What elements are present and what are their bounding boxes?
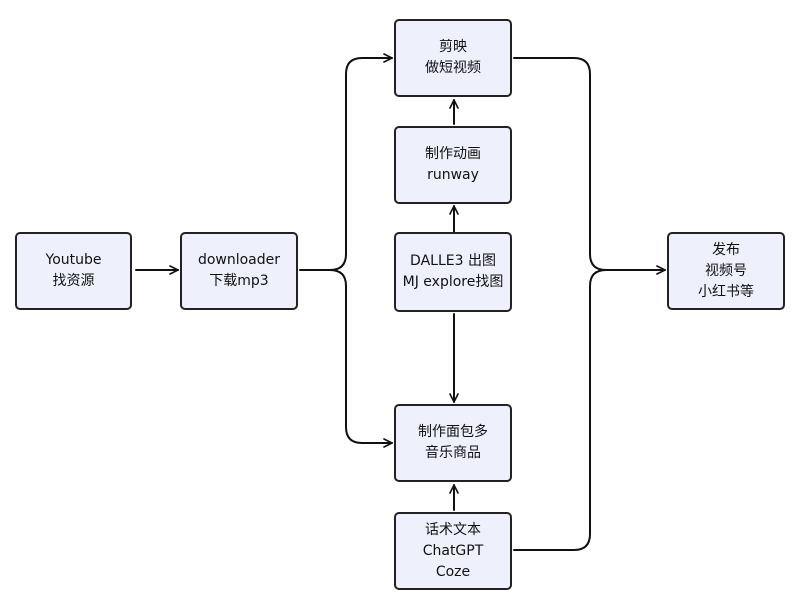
edge-jianying-to-publish [513,57,607,271]
node-publish-line-3: 小红书等 [698,283,754,300]
node-dalle-line-1: DALLE3 出图 [410,253,496,269]
node-bread: 制作面包多 音乐商品 [394,404,512,482]
node-animation-line-1: 制作动画 [425,146,481,162]
node-animation: 制作动画 runway [394,126,512,204]
node-publish: 发布 视频号 小红书等 [667,232,785,310]
node-jianying-line-1: 剪映 [439,39,467,55]
node-bread-line-2: 音乐商品 [425,445,481,461]
node-script-line-3: Coze [435,563,471,580]
edge-downloader-to-bread [329,269,393,448]
node-script: 话术文本 ChatGPT Coze [394,512,512,590]
node-dalle: DALLE3 出图 MJ explore找图 [394,232,512,312]
node-youtube: Youtube 找资源 [15,232,132,310]
node-jianying-line-2: 做短视频 [425,60,481,76]
node-animation-line-2: runway [427,167,479,183]
node-youtube-line-2: 找资源 [52,273,95,289]
edge-script-to-publish [513,265,666,551]
node-downloader: downloader 下载mp3 [180,232,298,310]
edge-downloader-to-jianying [299,53,393,271]
node-script-line-2: ChatGPT [422,542,484,559]
node-bread-line-1: 制作面包多 [418,424,488,440]
node-downloader-line-1: downloader [197,252,281,268]
node-publish-line-2: 视频号 [705,262,747,279]
node-jianying: 剪映 做短视频 [394,19,512,97]
node-youtube-line-1: Youtube [45,252,102,268]
node-script-line-1: 话术文本 [425,521,481,538]
node-downloader-line-2: 下载mp3 [209,273,269,289]
node-publish-line-1: 发布 [712,241,740,258]
node-dalle-line-2: MJ explore找图 [402,274,504,290]
